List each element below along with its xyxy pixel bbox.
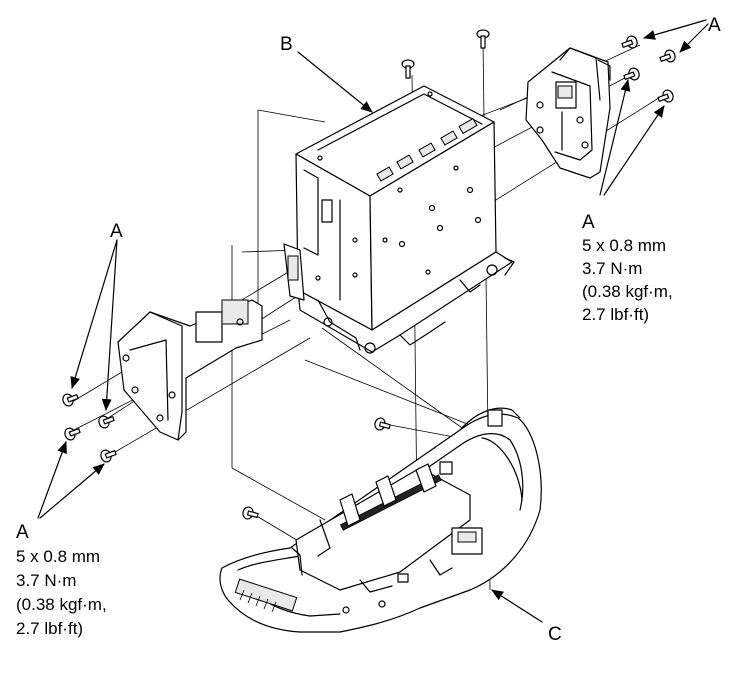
spec-right-label-a: A (582, 212, 595, 233)
label-a-left: A (110, 221, 123, 242)
screw-icon (98, 415, 115, 429)
screw-icon (242, 506, 259, 520)
screw-icon (623, 67, 640, 81)
screw-icon (64, 427, 81, 441)
spec-right-torque-kgf: (0.38 kgf·m, (582, 282, 673, 301)
screws (62, 29, 676, 520)
spec-right-size: 5 x 0.8 mm (582, 236, 666, 255)
screw-icon (100, 449, 117, 463)
spec-right-torque-lbf: 2.7 lbf·ft) (582, 305, 649, 324)
screw-icon (374, 417, 391, 431)
spec-left-torque-lbf: 2.7 lbf·ft) (16, 619, 83, 638)
screw-icon (476, 29, 490, 49)
label-b: B (280, 34, 293, 55)
spec-left-torque-nm: 3.7 N·m (16, 571, 76, 590)
leader-arrows (37, 19, 709, 623)
left-mounting-bracket (117, 243, 305, 441)
screw-icon (401, 59, 415, 79)
spec-right-torque-nm: 3.7 N·m (582, 259, 642, 278)
housing-c (219, 407, 542, 633)
radio-unit-b (295, 85, 515, 354)
label-a-top-right: A (708, 15, 721, 36)
spec-block-right: A 5 x 0.8 mm 3.7 N·m (0.38 kgf·m, 2.7 lb… (582, 212, 673, 324)
spec-left-torque-kgf: (0.38 kgf·m, (16, 595, 107, 614)
screw-icon (62, 393, 79, 407)
screw-icon (659, 49, 676, 63)
screw-icon (657, 89, 674, 103)
spec-block-left: A 5 x 0.8 mm 3.7 N·m (0.38 kgf·m, 2.7 lb… (16, 522, 107, 638)
spec-left-size: 5 x 0.8 mm (16, 547, 100, 566)
label-c: C (548, 624, 562, 645)
right-mounting-bracket (525, 47, 611, 179)
screw-icon (621, 35, 638, 49)
spec-left-label-a: A (16, 522, 29, 543)
